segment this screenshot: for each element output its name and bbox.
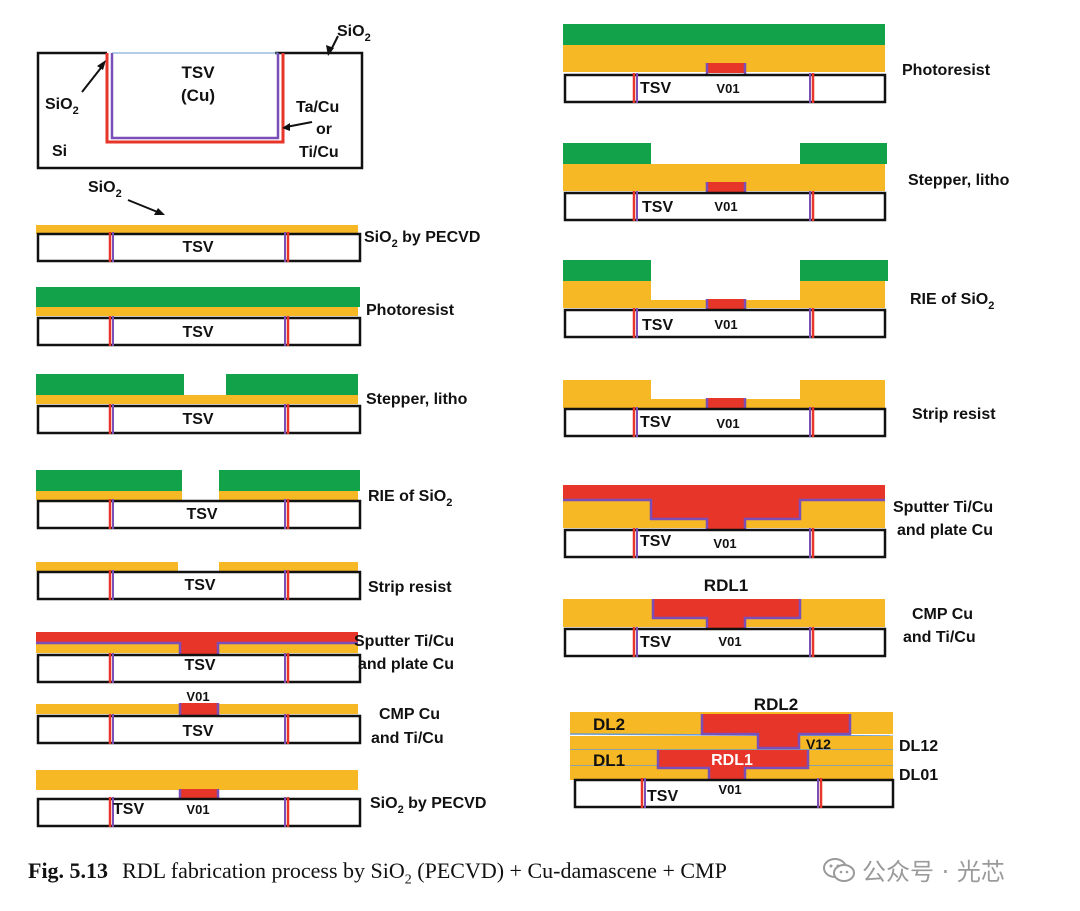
liner-label-3: Ti/Cu — [299, 144, 339, 161]
left-step-2: TSV Photoresist — [36, 287, 455, 347]
figure-caption: Fig. 5.13 RDL fabrication process by SiO2… — [28, 858, 727, 888]
step-label-1: Sputter Ti/Cu — [354, 633, 454, 650]
v01-label: V01 — [718, 634, 741, 649]
right-step-4: TSV V01 Strip resist — [563, 380, 996, 438]
watermark-text: 公众号 · 光芯 — [862, 858, 1005, 886]
step-label-2: and Ti/Cu — [371, 730, 444, 747]
left-step-6: TSV Sputter Ti/Cu and plate Cu — [36, 632, 454, 684]
step-label: RIE of SiO2 — [910, 291, 994, 312]
left-step-8: TSV V01 SiO2 by PECVD — [36, 770, 486, 828]
v01-label: V01 — [716, 81, 739, 96]
tsv-cross-section: TSV (Cu) SiO2 Si SiO2 Ta/Cu or Ti/Cu — [36, 23, 371, 170]
si-label: Si — [52, 143, 67, 160]
tsv-label: TSV — [640, 414, 671, 431]
step-label-2: and Ti/Cu — [903, 629, 976, 646]
step-label-1: CMP Cu — [379, 706, 440, 723]
right-step-6: RDL1 TSV V01 CMP Cu and Ti/Cu — [563, 576, 976, 658]
tsv-label: TSV — [113, 801, 144, 818]
wechat-icon — [823, 857, 855, 882]
sio2-arrow-label: SiO2 — [88, 179, 122, 200]
right-step-5: TSV V01 Sputter Ti/Cu and plate Cu — [563, 485, 993, 559]
dl12-label: DL12 — [899, 738, 938, 755]
dl01-label: DL01 — [899, 767, 938, 784]
v01-label: V01 — [186, 689, 209, 704]
v01-label: V01 — [713, 536, 736, 551]
v01-label: V01 — [714, 317, 737, 332]
left-step-3: TSV Stepper, litho — [36, 374, 468, 435]
step-label-2: and plate Cu — [358, 656, 454, 673]
dl1-label: DL1 — [593, 751, 625, 770]
tsv-label: TSV — [182, 723, 213, 740]
right-step-2: TSV V01 Stepper, litho — [563, 143, 1010, 222]
rdl2-label: RDL2 — [754, 695, 798, 714]
left-step-1: TSV SiO2 by PECVD — [36, 225, 480, 263]
v12-label: V12 — [806, 736, 831, 752]
tsv-label-1: TSV — [181, 63, 215, 82]
tsv-label: TSV — [182, 411, 213, 428]
tsv-label: TSV — [182, 239, 213, 256]
step-label: SiO2 by PECVD — [370, 795, 486, 816]
v01-label: V01 — [186, 802, 209, 817]
step-label: RIE of SiO2 — [368, 488, 452, 509]
rdl1-inner-label: RDL1 — [711, 752, 753, 769]
liner-label-2: or — [316, 121, 332, 138]
tsv-label: TSV — [182, 324, 213, 341]
caption-text: RDL fabrication process by SiO2 (PECVD) … — [122, 858, 727, 888]
tsv-label: TSV — [647, 788, 678, 805]
tsv-label: TSV — [184, 657, 215, 674]
v01-label: V01 — [714, 199, 737, 214]
sio2-arrow: SiO2 — [88, 179, 165, 215]
step-label: Strip resist — [912, 406, 996, 423]
right-step-3: TSV V01 RIE of SiO2 — [563, 260, 994, 339]
step-label: SiO2 by PECVD — [364, 229, 480, 250]
right-step-1: TSV V01 Photoresist — [563, 24, 991, 104]
tsv-label: TSV — [186, 506, 217, 523]
left-step-7: V01 TSV CMP Cu and Ti/Cu — [36, 689, 444, 747]
step-label: Stepper, litho — [908, 172, 1010, 189]
step-label: Photoresist — [902, 62, 991, 79]
left-step-5: TSV Strip resist — [36, 562, 452, 601]
tsv-label-2: (Cu) — [181, 86, 215, 105]
tsv-label: TSV — [640, 634, 671, 651]
watermark: 公众号 · 光芯 — [822, 852, 1005, 887]
step-label: Photoresist — [366, 302, 455, 319]
right-step-7: RDL2 DL2 V12 DL12 DL1 RDL1 DL01 TSV V01 — [569, 695, 938, 809]
v01-label: V01 — [716, 416, 739, 431]
left-step-4: TSV RIE of SiO2 — [36, 470, 452, 530]
step-label-2: and plate Cu — [897, 522, 993, 539]
tsv-label: TSV — [640, 533, 671, 550]
step-label: Stepper, litho — [366, 391, 468, 408]
tsv-label: TSV — [640, 80, 671, 97]
sio2-left-label: SiO2 — [45, 96, 79, 117]
step-label: Strip resist — [368, 579, 452, 596]
dl2-label: DL2 — [593, 715, 625, 734]
tsv-label: TSV — [642, 317, 673, 334]
figure-number: Fig. 5.13 — [28, 858, 109, 883]
v01-label: V01 — [718, 782, 741, 797]
tsv-label: TSV — [642, 199, 673, 216]
step-label-1: Sputter Ti/Cu — [893, 499, 993, 516]
liner-label-1: Ta/Cu — [296, 99, 339, 116]
tsv-label: TSV — [184, 577, 215, 594]
step-label-1: CMP Cu — [912, 606, 973, 623]
rdl1-label: RDL1 — [704, 576, 748, 595]
sio2-top-label: SiO2 — [337, 23, 371, 44]
